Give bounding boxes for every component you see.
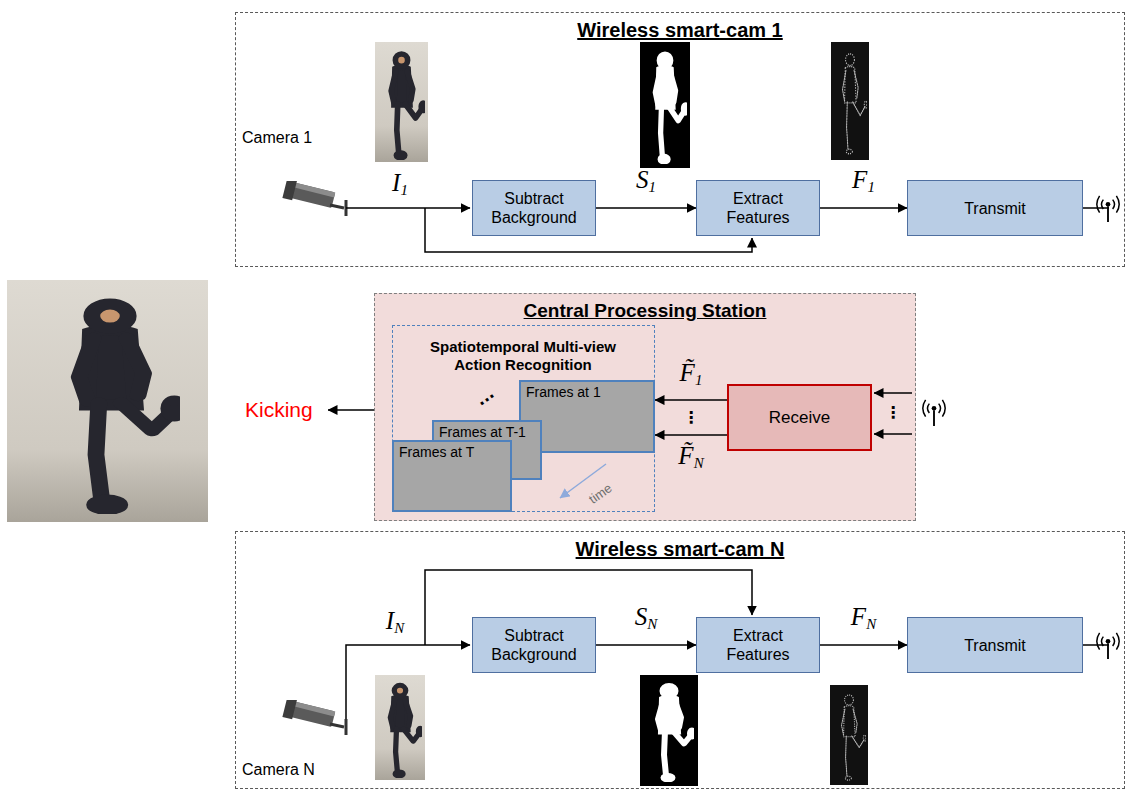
box-label: Transmit <box>958 636 1032 655</box>
label-holder: Kicking <box>245 397 313 423</box>
signal-label: I1 <box>392 169 408 204</box>
antenna-icon <box>923 400 945 426</box>
process-box: Extract Features <box>696 617 820 673</box>
label-holder: ⋮ <box>885 404 901 422</box>
axis-label: time <box>586 480 615 506</box>
silhouette-image-part <box>655 54 687 161</box>
camera-label: Camera 1 <box>242 128 312 148</box>
label-holder: IN <box>386 607 404 642</box>
kicking-photo-part <box>7 280 208 522</box>
label-holder: Camera N <box>242 760 315 780</box>
box-label: Frames at T-1 <box>434 422 540 443</box>
arrow-connector <box>596 207 696 209</box>
feature-image-part <box>842 695 866 780</box>
label-holder: I1 <box>392 169 408 204</box>
panel-title: Central Processing Station <box>375 299 915 322</box>
camera-panel: Wireless smart-cam N Subtract Background E… <box>235 531 1125 789</box>
result-label: Kicking <box>245 397 313 423</box>
box-label: Frames at 1 <box>521 382 653 403</box>
camera-label: Camera N <box>242 760 315 780</box>
label-holder: ... <box>472 384 497 409</box>
process-box: Subtract Background <box>472 180 596 236</box>
box-label: Receive <box>763 408 836 428</box>
station-panel: Central Processing StationSpatiotemporal… <box>374 293 916 521</box>
feature-image-part <box>831 42 869 160</box>
silhouette-image <box>640 675 698 786</box>
camera-panel: Wireless smart-cam 1 Subtract Background E… <box>235 12 1125 267</box>
recognition-box: Spatiotemporal Multi-view Action Recogni… <box>392 325 655 512</box>
label-holder: Camera 1 <box>242 128 312 148</box>
signal-label: F̃N <box>678 441 703 476</box>
signal-label: SN <box>635 603 658 638</box>
antenna-icon <box>1097 196 1119 222</box>
receive-box: Receive <box>727 384 872 451</box>
arrow-connector <box>596 644 696 646</box>
label-holder: ⋮ <box>683 409 699 427</box>
output-arrow <box>328 409 374 411</box>
panel-title: Wireless smart-cam N <box>236 537 1124 561</box>
signal-label-holder: F1 <box>852 166 875 201</box>
feature-image <box>831 42 869 160</box>
camera-icon <box>282 179 346 216</box>
ellipsis-mark: ⋮ <box>885 404 901 422</box>
box-label: Transmit <box>958 199 1032 218</box>
silhouette-image-part <box>640 42 690 168</box>
camera-photo-part <box>390 685 422 776</box>
feature-image-part <box>830 685 868 785</box>
panel-title: Spatiotemporal Multi-view Action Recogni… <box>405 338 641 374</box>
kicking-photo-part <box>79 304 180 509</box>
antenna-wire <box>1083 644 1109 646</box>
feature-image-part <box>843 54 867 154</box>
input-arrow <box>874 433 912 435</box>
silhouette-image-part <box>640 675 698 786</box>
box-label: Extract Features <box>697 626 819 664</box>
camera-photo-part <box>391 54 425 158</box>
label-holder: time <box>585 479 615 508</box>
signal-label: F1 <box>852 166 875 201</box>
camera-photo-part <box>375 42 428 162</box>
camera-photo <box>375 675 425 780</box>
camera-icon <box>282 698 346 735</box>
signal-label-holder: F̃N <box>678 441 703 476</box>
ellipsis-mark: ⋮ <box>683 409 699 427</box>
arrow-connector <box>820 207 907 209</box>
signal-label: FN <box>851 603 876 638</box>
input-arrow <box>874 392 912 394</box>
signal-label: IN <box>386 607 404 642</box>
antenna-wire <box>1083 207 1109 209</box>
box-label: Extract Features <box>697 189 819 227</box>
process-box: Transmit <box>907 617 1083 673</box>
panel-title: Wireless smart-cam 1 <box>236 18 1124 42</box>
signal-label: S1 <box>636 166 656 201</box>
image-wire <box>346 645 470 719</box>
antenna-icon <box>1097 633 1119 659</box>
image-wire <box>346 207 470 209</box>
silhouette-image <box>640 42 690 168</box>
signal-label-holder: FN <box>851 603 876 638</box>
frame-box: Frames at T <box>392 440 512 512</box>
arrow-connector <box>820 644 907 646</box>
box-label: Subtract Background <box>473 626 595 664</box>
silhouette-image-part <box>658 686 694 780</box>
signal-label: F̃1 <box>680 359 703 394</box>
box-label: Frames at T <box>394 442 510 463</box>
arrow-connector <box>655 399 727 401</box>
ellipsis-mark: ... <box>472 384 497 409</box>
feature-image <box>830 685 868 785</box>
process-box: Extract Features <box>696 180 820 236</box>
signal-label-holder: SN <box>635 603 658 638</box>
arrow-connector <box>655 434 727 436</box>
process-box: Subtract Background <box>472 617 596 673</box>
box-label: Subtract Background <box>473 189 595 227</box>
process-box: Transmit <box>907 180 1083 236</box>
camera-photo <box>375 42 428 162</box>
kicking-photo <box>7 280 208 522</box>
signal-label-holder: S1 <box>636 166 656 201</box>
signal-label-holder: F̃1 <box>680 359 703 394</box>
station-ground <box>374 293 916 521</box>
camera-photo-part <box>375 675 425 780</box>
